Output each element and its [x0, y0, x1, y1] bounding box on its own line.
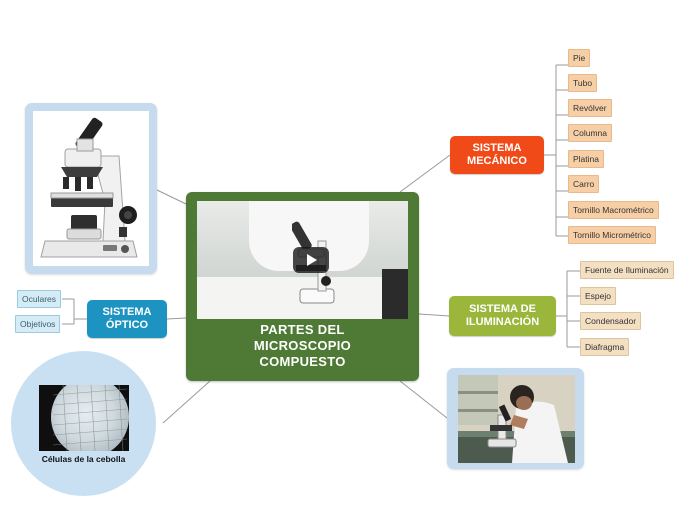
leaf-tornillo-macrometrico[interactable]: Tornillo Macrométrico [568, 201, 659, 219]
onion-cells-circle[interactable]: Células de la cebolla [11, 351, 156, 496]
leaf-tornillo-micrometrico[interactable]: Tornillo Micrométrico [568, 226, 656, 244]
onion-cells-image [39, 385, 129, 451]
leaf-pie[interactable]: Pie [568, 49, 591, 67]
branch-sistema-optico[interactable]: SISTEMA ÓPTICO [87, 300, 167, 338]
branch-sistema-mecanico[interactable]: SISTEMA MECÁNICO [450, 136, 544, 174]
play-icon [307, 254, 317, 266]
leaf-objetivos[interactable]: Objetivos [15, 315, 61, 333]
leaf-fuente-de-iluminacion[interactable]: Fuente de Iluminación [580, 261, 674, 279]
leaf-carro[interactable]: Carro [568, 175, 600, 193]
leaf-revolver[interactable]: Revólver [568, 99, 612, 117]
leaf-tubo[interactable]: Tubo [568, 74, 598, 92]
branch-sistema-iluminacion[interactable]: SISTEMA DE ILUMINACIÓN [449, 296, 556, 336]
central-topic: PARTES DEL MICROSCOPIO COMPUESTO [186, 192, 419, 381]
student-photo-card[interactable] [447, 368, 584, 469]
leaf-condensador[interactable]: Condensador [580, 312, 642, 330]
play-button[interactable] [293, 247, 329, 273]
leaf-diafragma[interactable]: Diafragma [580, 338, 630, 356]
leaf-espejo[interactable]: Espejo [580, 287, 616, 305]
microscope-image-card[interactable] [25, 103, 157, 274]
leaf-columna[interactable]: Columna [568, 124, 613, 142]
onion-cells-caption: Células de la cebolla [41, 454, 126, 464]
leaf-platina[interactable]: Platina [568, 150, 604, 168]
video-thumbnail[interactable] [197, 201, 408, 319]
microscope-image [40, 117, 138, 258]
central-title: PARTES DEL MICROSCOPIO COMPUESTO [253, 322, 352, 369]
leaf-oculares[interactable]: Oculares [17, 290, 62, 308]
student-microscope-photo [458, 375, 575, 463]
